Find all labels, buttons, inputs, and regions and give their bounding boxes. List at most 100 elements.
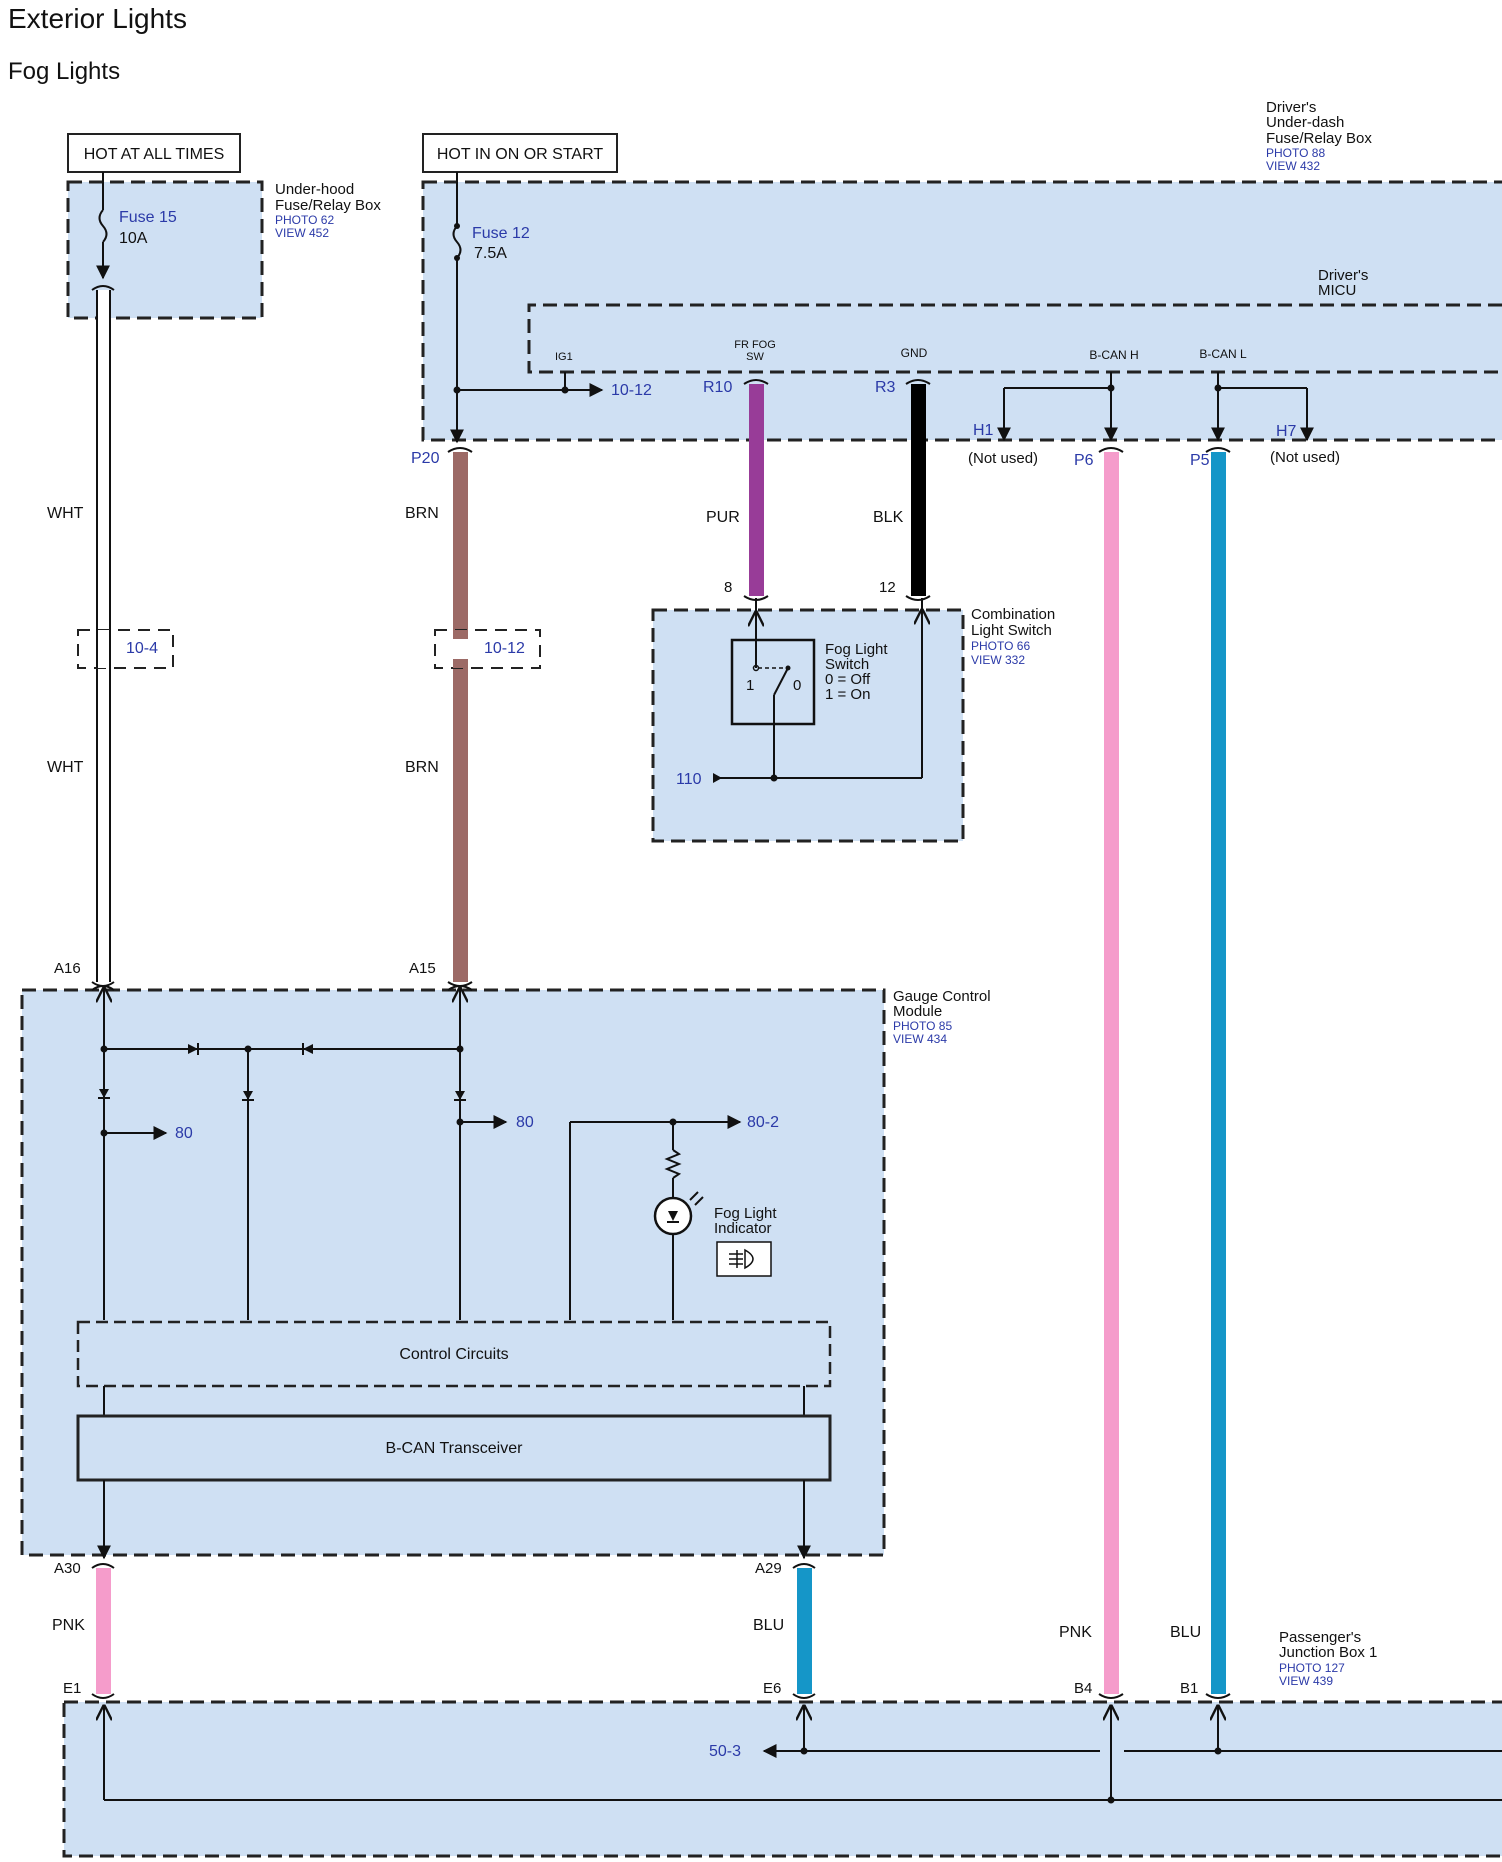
splice-10-12-label: 10-12 [484,640,525,657]
pjb-label-1: Passenger's [1279,1629,1361,1646]
wire-blk [911,384,926,596]
underdash-fuse-box [421,180,1502,442]
pin-h1: H1 [973,422,994,439]
pin-ig1: IG1 [555,351,573,363]
ref-80-left: 80 [175,1125,193,1142]
page-title: Exterior Lights [8,3,187,34]
ref-50-3: 50-3 [709,1743,741,1760]
wire-brn-label-1: BRN [405,505,439,522]
wire-pnk-gauge [96,1568,111,1694]
fuse12-label: Fuse 12 [472,225,530,242]
hot-at-all-times-label: HOT AT ALL TIMES [84,146,225,163]
underdash-photo: PHOTO 88 [1266,146,1325,160]
conn-b4: B4 [1074,1680,1092,1697]
wire-pur [749,384,764,596]
ref-10-12-micu: 10-12 [611,382,652,399]
fog-light-symbol-icon [716,1241,772,1277]
wire-blk-label: BLK [873,509,904,526]
conn-a29: A29 [755,1560,782,1577]
indicator-label-1: Fog Light [714,1205,777,1222]
conn-a16: A16 [54,960,81,977]
h1-not-used: (Not used) [968,450,1038,467]
pin-frfog-1: FR FOG [734,339,776,351]
h7-not-used: (Not used) [1270,449,1340,466]
gauge-view: VIEW 434 [893,1032,947,1046]
hot-at-all-times-box [67,133,241,173]
conn-a30: A30 [54,1560,81,1577]
ref-80-2: 80-2 [747,1114,779,1131]
underdash-view: VIEW 432 [1266,159,1320,173]
wire-brn [453,452,468,982]
wire-blu-label-micu: BLU [1170,1624,1201,1641]
conn-a15: A15 [409,960,436,977]
combo-label-2: Light Switch [971,622,1052,639]
splice-10-4-label: 10-4 [126,640,158,657]
micu-label-1: Driver's [1318,267,1368,284]
wire-wht-label-2: WHT [47,759,84,776]
combo-view: VIEW 332 [971,653,1025,667]
wire-blu-gauge [797,1568,812,1694]
conn-p6: P6 [1074,452,1094,469]
fuse15-icon [98,209,108,243]
ref-80-right: 80 [516,1114,534,1131]
bcan-transceiver-box [76,1414,832,1482]
combo-photo: PHOTO 66 [971,639,1030,653]
gauge-photo: PHOTO 85 [893,1019,952,1033]
bcan-transceiver-label: B-CAN Transceiver [386,1440,524,1457]
pin-frfog-2: SW [746,351,764,363]
light-rays-icon [689,1191,704,1206]
hot-in-on-label: HOT IN ON OR START [437,146,603,163]
conn-e1: E1 [63,1680,81,1697]
page-subtitle: Fog Lights [8,58,120,85]
conn-p20: P20 [411,450,440,467]
gauge-label-2: Module [893,1003,942,1020]
conn-e6: E6 [763,1680,781,1697]
indicator-label-2: Indicator [714,1220,772,1237]
splice-10-4 [77,629,174,669]
conn-b1: B1 [1180,1680,1198,1697]
control-circuits-box [76,1320,832,1388]
conn-pin-8: 8 [724,579,732,596]
pin-bcanl: B-CAN L [1199,347,1247,361]
wire-pur-label: PUR [706,509,740,526]
fuse12-icon [452,225,462,259]
underdash-label-1: Driver's [1266,99,1316,116]
pjb-photo: PHOTO 127 [1279,1661,1345,1675]
micu-box [527,303,1502,374]
micu-label-2: MICU [1318,282,1356,299]
wire-pnk-label-micu: PNK [1059,1624,1092,1641]
underdash-label-3: Fuse/Relay Box [1266,130,1372,147]
ref-110: 110 [676,771,702,788]
hot-in-on-box [422,133,618,173]
splice-10-12 [434,629,541,669]
wire-wht-label-1: WHT [47,505,84,522]
switch-label-1: Fog Light [825,641,888,658]
pin-r10: R10 [703,379,732,396]
fuse15-amps: 10A [119,230,148,247]
switch-label-4: 1 = On [825,686,870,703]
underhood-photo: PHOTO 62 [275,213,334,227]
pin-bcanh: B-CAN H [1089,348,1138,362]
wire-pnk-label-gauge: PNK [52,1617,85,1634]
resistor-icon [664,1149,682,1179]
fuse12-amps: 7.5A [474,245,507,262]
wire-blu-micu [1211,452,1226,1694]
control-circuits-label: Control Circuits [399,1346,508,1363]
underhood-label-1: Under-hood [275,181,354,198]
fuse15-label: Fuse 15 [119,209,177,226]
gauge-label-1: Gauge Control [893,988,991,1005]
pin-r3: R3 [875,379,896,396]
passenger-junction-box [62,1700,1502,1858]
pjb-view: VIEW 439 [1279,1674,1333,1688]
underhood-label-2: Fuse/Relay Box [275,197,381,214]
pin-h7: H7 [1276,423,1297,440]
pin-gnd: GND [901,346,928,360]
switch-label-2: Switch [825,656,869,673]
conn-p5: P5 [1190,452,1210,469]
pjb-label-2: Junction Box 1 [1279,1644,1377,1661]
switch-label-3: 0 = Off [825,671,871,688]
switch-pos-0: 0 [793,677,801,694]
switch-pos-1: 1 [746,677,754,694]
conn-pin-12: 12 [879,579,896,596]
